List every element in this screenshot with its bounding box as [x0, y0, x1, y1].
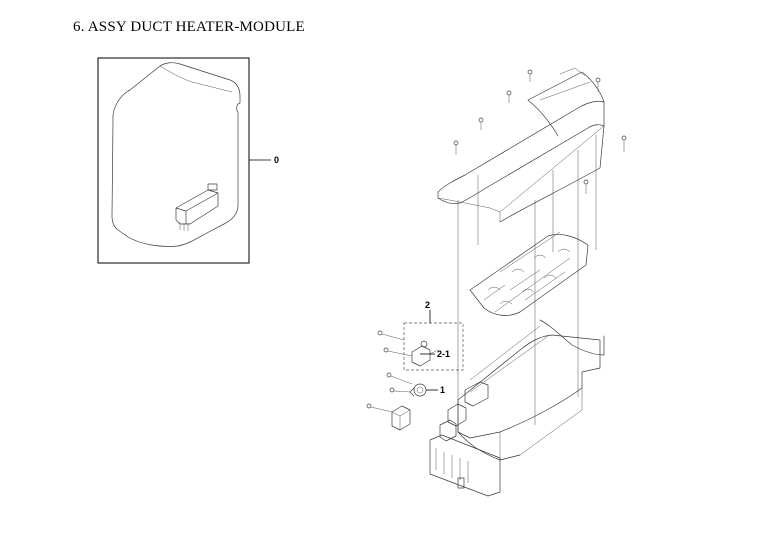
screw — [453, 140, 459, 155]
screw — [527, 69, 533, 82]
top-screws — [453, 69, 627, 194]
screw — [389, 387, 411, 393]
mounting-brackets — [439, 381, 489, 442]
screw — [478, 117, 484, 130]
heater-element-plate — [469, 231, 589, 316]
screw — [506, 90, 512, 103]
top-cover-part — [437, 67, 605, 223]
subassembly-2-box — [403, 322, 464, 371]
callout-2-label: 2 — [425, 300, 430, 310]
callout-2-1-label: 2-1 — [437, 349, 450, 359]
thermal-fuse-part — [409, 383, 427, 397]
inset-frame — [97, 57, 250, 264]
lower-duct-body — [457, 319, 605, 461]
screw — [377, 330, 405, 341]
screw — [383, 347, 413, 357]
inset-heater-ribs — [179, 222, 189, 231]
thermostat-part — [411, 340, 439, 367]
loose-screws — [366, 330, 413, 413]
screw — [366, 403, 393, 413]
screw — [386, 372, 413, 385]
inset-duct-edge — [159, 65, 233, 93]
small-bracket-part — [391, 405, 411, 431]
screw — [621, 135, 627, 152]
page-title: 6. ASSY DUCT HEATER-MODULE — [73, 19, 305, 35]
screw — [595, 77, 601, 92]
front-cover-plate — [429, 434, 501, 497]
inset-heater-connector — [207, 183, 218, 191]
inset-duct-outline — [111, 62, 241, 247]
explosion-guide-lines — [457, 135, 597, 432]
callout-0-label: 0 — [274, 155, 279, 165]
callout-1-label: 1 — [440, 385, 445, 395]
assembly-inset — [97, 57, 250, 264]
screw — [583, 179, 589, 194]
inset-heater-block — [175, 189, 219, 225]
